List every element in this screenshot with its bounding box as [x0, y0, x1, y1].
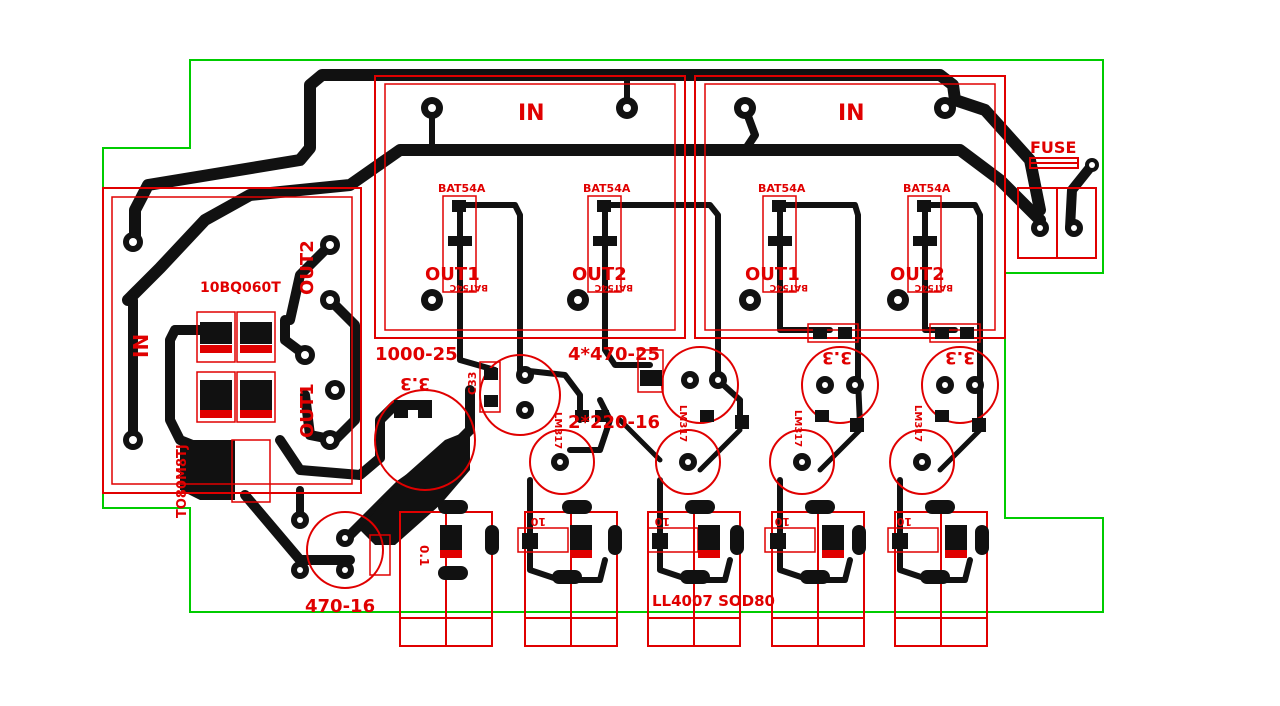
label-cap-1000-25: 1000-25 — [375, 344, 458, 365]
label-cap-3-3-c: 3.3 — [945, 347, 975, 367]
label-in-mid: IN — [518, 101, 545, 126]
label-cap-10-b: 10 — [654, 515, 670, 528]
label-lm317-3: LM317 — [792, 410, 803, 447]
label-lm317-4: LM317 — [912, 405, 923, 442]
label-fuse: FUSE — [1030, 138, 1076, 157]
label-bat54a-2: BAT54A — [583, 182, 631, 195]
label-cap-0-1: 0.1 — [417, 545, 431, 566]
label-bat54c-2: BAT54C — [594, 282, 633, 292]
label-ll4007: LL4007 SOD80 — [652, 592, 775, 610]
label-to-component: TO80M8TJ — [175, 444, 190, 518]
silkscreen — [102, 75, 1097, 647]
label-bat54c-3: BAT54C — [769, 282, 808, 292]
label-out2-left: OUT2 — [297, 240, 318, 295]
label-cap-2x220-16: 2*220-16 — [568, 412, 660, 433]
label-10bq060t: 10BQ060T — [200, 280, 281, 296]
label-c33: C33 — [466, 372, 479, 395]
label-in-right: IN — [838, 101, 865, 126]
label-cap-10-a: 10 — [530, 515, 546, 528]
silk-labels: IN IN IN FUSE BAT54A BAT54A BAT54A BAT54… — [129, 101, 1076, 617]
label-bat54c-1: BAT54C — [449, 282, 488, 292]
label-bat54a-4: BAT54A — [903, 182, 951, 195]
label-cap-470-16: 470-16 — [305, 596, 375, 617]
label-lm317-2: LM317 — [677, 405, 688, 442]
label-out1-b: OUT1 — [745, 264, 800, 285]
label-out2-a: OUT2 — [572, 264, 627, 285]
label-cap-3-3-b: 3.3 — [822, 347, 852, 367]
label-cap-10-c: 10 — [774, 515, 790, 528]
label-cap-3-3-a: 3.3 — [400, 373, 430, 393]
label-bat54a-1: BAT54A — [438, 182, 486, 195]
label-bat54a-3: BAT54A — [758, 182, 806, 195]
label-cap-4x470-25: 4*470-25 — [568, 344, 660, 365]
label-bat54c-4: BAT54C — [914, 282, 953, 292]
board-outline — [102, 59, 1104, 613]
label-lm317-1: LM317 — [552, 412, 563, 449]
label-out1-left: OUT1 — [297, 383, 318, 438]
pads — [123, 97, 1099, 584]
label-in-left: IN — [129, 334, 153, 358]
label-cap-10-d: 10 — [896, 515, 912, 528]
copper-pour — [180, 430, 470, 545]
label-out1-a: OUT1 — [425, 264, 480, 285]
label-out2-b: OUT2 — [890, 264, 945, 285]
